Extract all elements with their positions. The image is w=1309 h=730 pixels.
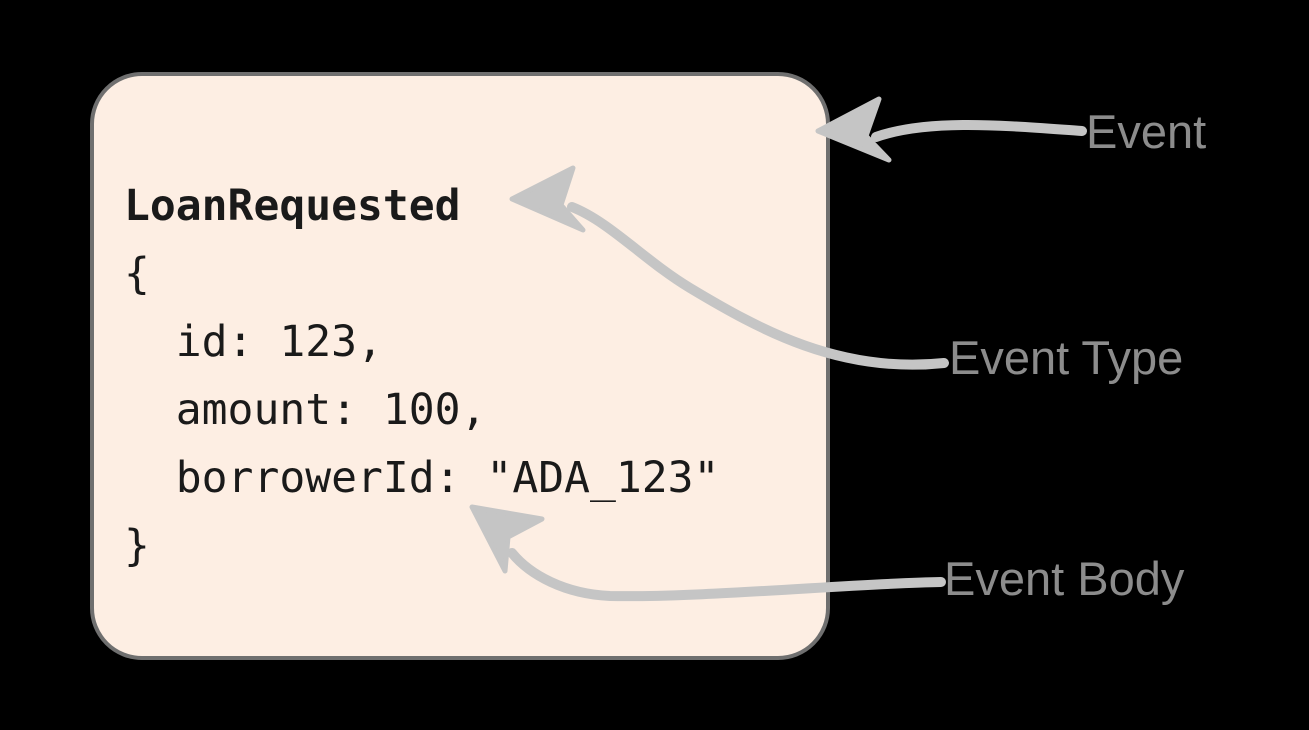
event-body-line-id: id: 123, [124, 317, 383, 367]
event-type-text: LoanRequested [124, 181, 461, 231]
annotation-label-event-body: Event Body [944, 552, 1185, 605]
event-body-line-amount: amount: 100, [124, 385, 487, 435]
arrow-event [815, 96, 1087, 163]
event-body-line-borrower-id: borrowerId: "ADA_123" [124, 453, 720, 503]
event-body-close-brace: } [124, 521, 150, 571]
event-code-block: LoanRequested { id: 123, amount: 100, bor… [124, 172, 719, 580]
event-body-open-brace: { [124, 249, 150, 299]
annotation-label-event-type: Event Type [949, 331, 1184, 384]
event-card: LoanRequested { id: 123, amount: 100, bor… [90, 72, 830, 660]
annotation-label-event: Event [1086, 105, 1207, 158]
